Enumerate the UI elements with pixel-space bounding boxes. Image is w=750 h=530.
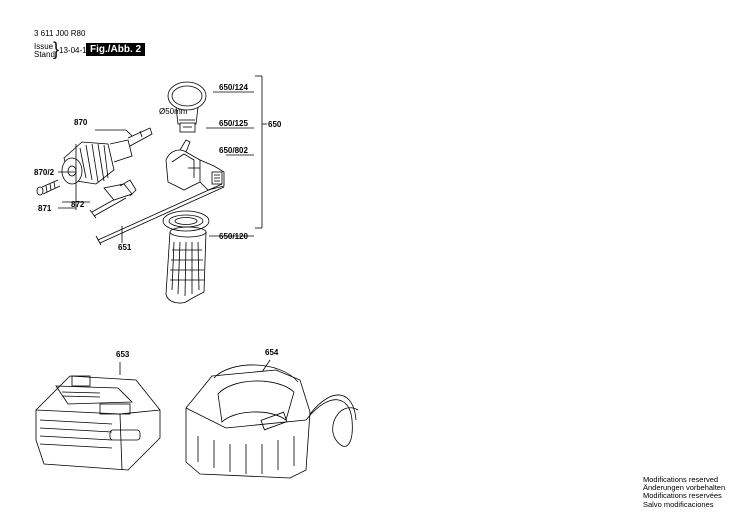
label-653: 653 bbox=[116, 350, 130, 359]
chuck-screw-drawing bbox=[36, 179, 61, 196]
stand-label: Stand bbox=[34, 50, 55, 59]
label-870-2: 870/2 bbox=[34, 168, 55, 177]
label-diameter: Ø50mm bbox=[159, 107, 188, 116]
label-650-120: 650/120 bbox=[219, 232, 248, 241]
modifications-line: Modifications reserved bbox=[643, 475, 719, 484]
auxiliary-handle-drawing bbox=[162, 210, 210, 304]
drill-chuck-drawing bbox=[61, 127, 153, 185]
label-650-125: 650/125 bbox=[219, 119, 248, 128]
modifications-line: Änderungen vorbehalten bbox=[643, 483, 726, 493]
chuck-key-drawing bbox=[89, 179, 137, 219]
modifications-line: Modifications reservées bbox=[643, 491, 722, 501]
charger-drawing bbox=[185, 359, 359, 479]
label-871: 871 bbox=[38, 204, 52, 213]
issue-label: Issue bbox=[34, 42, 54, 51]
issue-date: 13-04-17 bbox=[59, 46, 92, 55]
modifications-line: Salvo modificaciones bbox=[643, 499, 714, 509]
label-650-124: 650/124 bbox=[219, 83, 248, 92]
label-870: 870 bbox=[74, 118, 88, 127]
leader-lines bbox=[58, 75, 267, 243]
label-872: 872 bbox=[71, 200, 85, 209]
modifications-notice: Modifications reserved Änderungen vorbeh… bbox=[643, 475, 726, 509]
figure-badge: Fig./Abb. 2 bbox=[86, 43, 146, 56]
depth-rod-drawing bbox=[95, 183, 225, 246]
brace-glyph: } bbox=[53, 39, 60, 59]
label-654: 654 bbox=[265, 348, 279, 357]
label-651: 651 bbox=[118, 243, 132, 252]
label-650: 650 bbox=[268, 120, 282, 129]
label-650-802: 650/802 bbox=[219, 146, 248, 155]
battery-pack-drawing bbox=[35, 362, 161, 471]
depth-ring-drawing bbox=[167, 81, 207, 133]
document-reference: 3 611 J00 R80 bbox=[34, 29, 86, 38]
depth-clamp-drawing bbox=[165, 139, 225, 191]
